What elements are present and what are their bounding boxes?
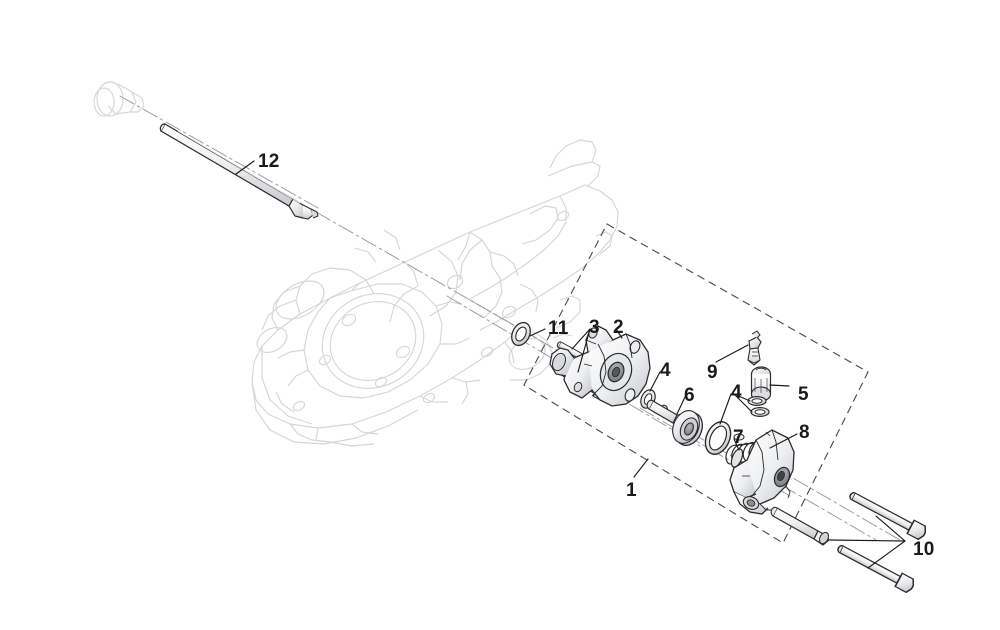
callout-label-5: 5 [798, 384, 809, 405]
callout-label-9: 9 [707, 362, 718, 383]
part-6-push-rod-with-bearing [646, 399, 703, 446]
callout-label-4-b: 4 [731, 382, 742, 403]
part-5-banjo-bolt [750, 366, 772, 402]
part-4-sealing-washer-b [704, 421, 732, 455]
callout-label-4-a: 4 [660, 360, 671, 381]
callout-label-6: 6 [684, 385, 695, 406]
callout-label-10: 10 [913, 539, 935, 560]
callout-leader-lines [235, 160, 906, 569]
part-11-o-ring-seal [511, 321, 531, 347]
callout-label-11: 11 [548, 318, 569, 339]
engine-case-ghost-outline [251, 139, 619, 447]
part-10-retaining-bolt-lower [834, 540, 917, 595]
part-8-slave-cylinder-body [729, 429, 795, 515]
callout-label-12: 12 [258, 151, 280, 172]
part-10-sleeve-rod [770, 506, 830, 546]
clutch-actuator-ghost [93, 81, 145, 117]
assembly-boundary-box [523, 223, 869, 544]
part-9-bleeder-valve [747, 330, 762, 366]
callout-label-8: 8 [799, 422, 810, 443]
callout-label-7: 7 [733, 427, 744, 448]
part-2-cylinder-housing-bracket [549, 325, 651, 407]
callout-label-2: 2 [613, 317, 624, 338]
part-7-return-spring [725, 440, 761, 468]
part-4-washer-pair-upper [747, 396, 767, 407]
callout-label-1: 1 [626, 480, 637, 501]
callout-label-3: 3 [589, 317, 600, 338]
part-12-clutch-push-rod [159, 123, 319, 220]
part-4-washer-pair-lower [750, 407, 770, 418]
